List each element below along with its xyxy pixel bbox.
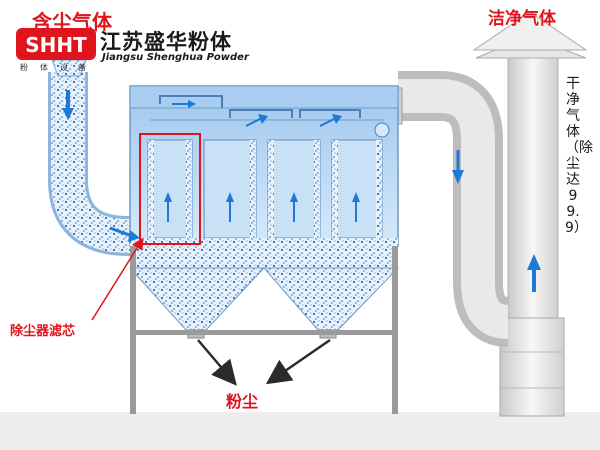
- ground-shadow: [0, 412, 600, 450]
- hoppers: [128, 267, 400, 339]
- outlet-duct: [391, 71, 511, 347]
- brand-logo: SHHT: [16, 28, 96, 60]
- brand-name-en: Jiangsu Shenghua Powder: [102, 52, 249, 63]
- clean-gas-label: 洁净气体: [488, 9, 556, 29]
- filter-element-label: 除尘器滤芯: [10, 324, 76, 339]
- collector-body: [129, 85, 399, 268]
- dry-clean-gas-label: 干净气体（除尘达99.9）: [565, 76, 593, 236]
- filter-callout-line: [91, 237, 144, 321]
- brand-name: 江苏盛华粉体: [100, 30, 232, 54]
- support-frame: [130, 246, 398, 414]
- logo-caption-2: 体: [40, 63, 48, 72]
- airflow-arrows: [62, 90, 541, 292]
- filter-highlight-box: [139, 133, 201, 245]
- logo-letters: SHHT: [25, 33, 87, 57]
- logo-caption-4: 备: [78, 63, 86, 72]
- logo-caption-1: 粉: [20, 63, 28, 72]
- dust-label: 粉尘: [226, 392, 259, 411]
- dust-arrow-left: [197, 339, 237, 386]
- exhaust-stack: [472, 11, 588, 417]
- dust-arrow-right: [265, 338, 331, 385]
- inlet-pipe: [48, 59, 140, 256]
- logo-caption-3: 设: [60, 63, 68, 72]
- dusty-gas-label: 含尘气体: [32, 10, 112, 34]
